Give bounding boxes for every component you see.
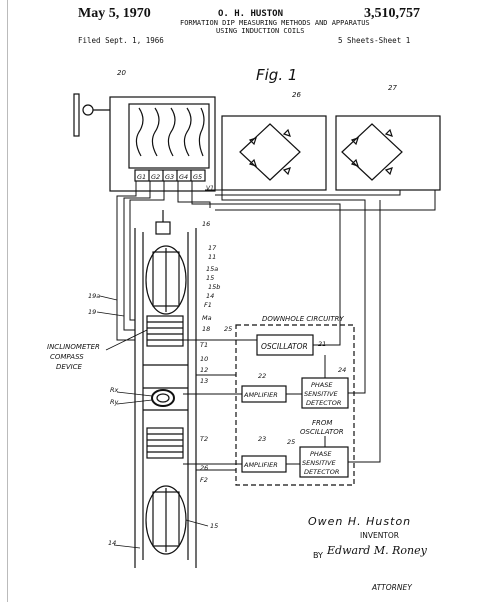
leader-lines — [96, 295, 209, 549]
from-oscillator-label: OSCILLATOR — [300, 428, 344, 436]
galvo-label: G2 — [151, 173, 160, 181]
psd-label: SENSITIVE — [302, 459, 336, 467]
ref-numeral: T1 — [200, 341, 208, 349]
patent-title-line-2: USING INDUCTION COILS — [216, 27, 305, 35]
ref-numeral: T2 — [200, 435, 208, 443]
patent-title-line-1: FORMATION DIP MEASURING METHODS AND APPA… — [180, 19, 370, 27]
psd-label: PHASE — [311, 381, 333, 389]
cable-bundle — [116, 181, 436, 360]
rectifier-bridge-26: 26 — [221, 91, 327, 191]
ref-numeral: 25 — [287, 438, 295, 446]
psd-label: SENSITIVE — [304, 390, 338, 398]
attorney-role: ATTORNEY — [372, 583, 412, 592]
ref-numeral: 26 — [200, 464, 208, 472]
ref-numeral: 20 — [117, 69, 126, 77]
psd-label: PHASE — [310, 450, 332, 458]
ref-numeral: 15 — [206, 274, 214, 282]
figure-label: Fig. 1 — [256, 66, 297, 84]
inventor-signature: Owen H. Huston — [308, 515, 412, 528]
ref-numeral: 18 — [202, 325, 210, 333]
sonde-10 — [134, 210, 197, 568]
psd-label: DETECTOR — [304, 468, 339, 476]
galvo-label: G1 — [137, 173, 146, 181]
attorney-signature: Edward M. Roney — [327, 544, 427, 557]
ref-numeral: 24 — [338, 366, 346, 374]
rectifier-bridge-27: 27 — [335, 84, 441, 191]
galvo-label: G4 — [179, 173, 188, 181]
ref-numeral: F1 — [204, 301, 212, 309]
downhole-wiring — [183, 200, 381, 471]
ref-numeral: Rx — [110, 386, 119, 394]
from-oscillator-label: FROM — [312, 419, 332, 427]
ref-numeral: 10 — [200, 355, 208, 363]
ref-numeral: 23 — [258, 435, 266, 443]
downhole-circuitry-box — [235, 324, 355, 486]
ref-numeral: V1 — [206, 185, 214, 192]
ref-numeral: 25 — [224, 325, 232, 333]
ref-numeral: 14 — [206, 292, 214, 300]
ref-numeral: 16 — [202, 220, 210, 228]
device-label: DEVICE — [56, 363, 83, 371]
ref-numeral: 15 — [210, 522, 218, 530]
downhole-label: DOWNHOLE CIRCUITRY — [262, 315, 344, 323]
amplifier-label: AMPLIFIER — [243, 461, 278, 469]
ref-numeral: 17 — [208, 244, 217, 252]
ref-numeral: 12 — [200, 366, 208, 374]
amplifier-label: AMPLIFIER — [243, 391, 278, 399]
ref-numeral: 14 — [108, 539, 116, 547]
ref-numeral: 15a — [206, 265, 218, 273]
ref-numeral: 19 — [88, 308, 96, 316]
ref-numeral: 13 — [200, 377, 208, 385]
patent-number: 3,510,757 — [364, 6, 420, 21]
ref-numeral: 21 — [318, 340, 326, 348]
oscillator-label: OSCILLATOR — [261, 342, 308, 351]
filed-date: Filed Sept. 1, 1966 — [78, 36, 164, 45]
by-label: BY — [313, 551, 323, 560]
ref-numeral: 27 — [388, 84, 397, 92]
ref-numeral: 19a — [88, 292, 100, 300]
reference-numerals: 16 17 11 15a 15 15b 14 F1 Ma 18 25 T1 21… — [88, 220, 346, 547]
page-edge-divider — [7, 0, 8, 602]
patent-date: May 5, 1970 — [78, 6, 151, 21]
inclinometer-label: INCLINOMETER — [47, 343, 100, 351]
galvo-label: G5 — [193, 173, 202, 181]
ref-numeral: Ma — [202, 314, 212, 322]
ref-numeral: 22 — [258, 372, 266, 380]
inventor-header: O. H. HUSTON — [218, 9, 284, 19]
psd-label: DETECTOR — [306, 399, 341, 407]
ref-numeral: 15b — [208, 283, 220, 291]
recorder-20: G1 G2 G3 G4 G5 20 V1 — [73, 69, 216, 192]
sheet-count: 5 Sheets-Sheet 1 — [338, 36, 411, 45]
compass-label: COMPASS — [50, 353, 84, 361]
ref-numeral: 26 — [292, 91, 301, 99]
ref-numeral: F2 — [200, 476, 208, 484]
galvo-label: G3 — [165, 173, 174, 181]
inventor-role: INVENTOR — [360, 531, 399, 540]
ref-numeral: Ry — [110, 398, 119, 406]
ref-numeral: 11 — [208, 253, 216, 261]
